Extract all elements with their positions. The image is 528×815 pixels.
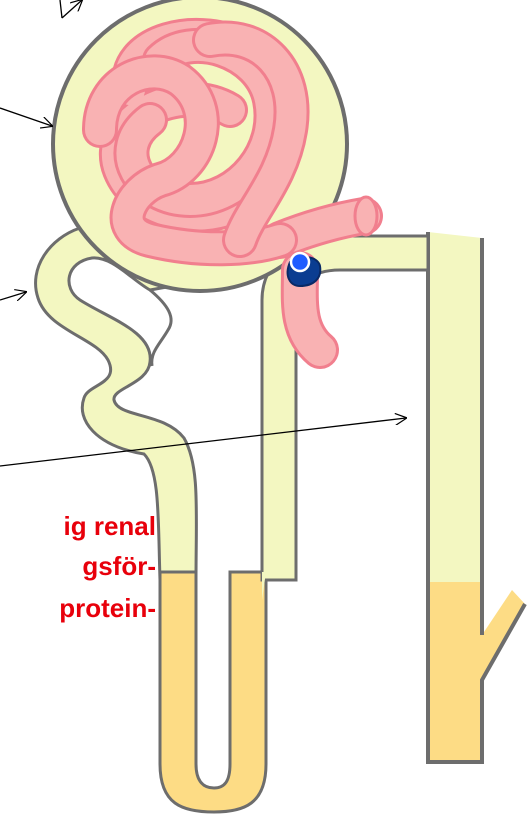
- collecting-duct: [428, 232, 525, 762]
- collecting-duct-cortical: [428, 232, 482, 582]
- juxtaglomerular-dot: [291, 253, 309, 271]
- arrow-pointer-icon: [0, 418, 406, 466]
- collecting-duct-medullary: [428, 582, 525, 762]
- proximal-tubule-upper-bend: [150, 290, 171, 366]
- label-line-3: protein-: [59, 588, 156, 628]
- top-pointer-stem: [60, 0, 62, 18]
- loop-of-henle-fill: [160, 572, 266, 812]
- arrow-pointer-icon: [0, 108, 52, 126]
- afferent-arteriole-opening: [355, 197, 377, 235]
- label-line-2: gsför-: [82, 546, 156, 586]
- label-line-1: ig renal: [64, 506, 156, 546]
- arrow-pointer-icon: [62, 0, 82, 18]
- arrow-pointer-icon: [0, 292, 26, 300]
